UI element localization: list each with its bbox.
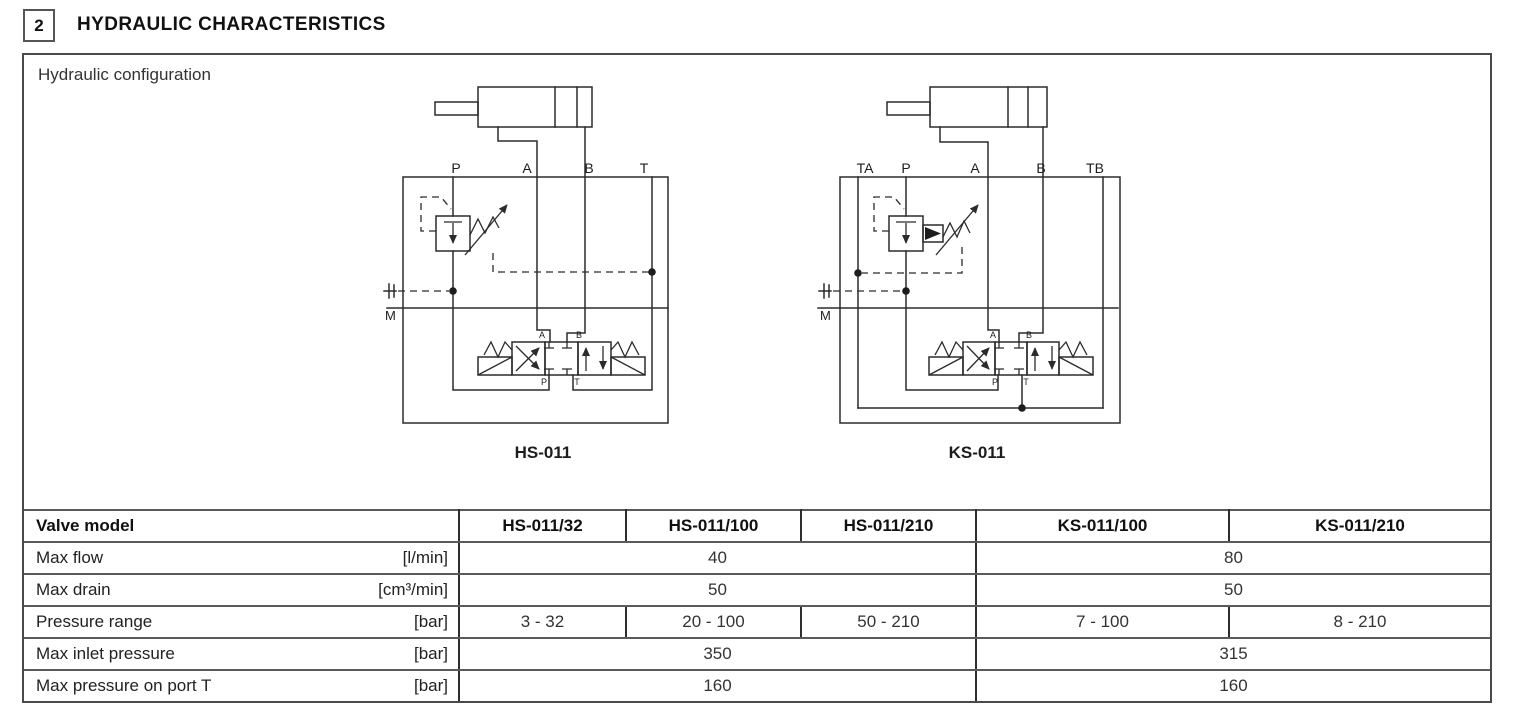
col-header-model: KS-011/100	[975, 509, 1230, 543]
valve-port-a: A	[539, 330, 545, 340]
spring-left	[934, 340, 964, 359]
manifold-block	[386, 176, 669, 424]
cell-value: 7 - 100	[975, 605, 1230, 639]
pilot-line	[873, 196, 905, 232]
pilot-line	[420, 196, 452, 232]
relief-valve	[854, 196, 999, 391]
cell-value: 350	[458, 637, 977, 671]
section-number: 2	[34, 15, 44, 35]
spring-right	[610, 340, 640, 359]
valve-port-p: P	[992, 377, 998, 387]
port-labels: P A B T	[451, 160, 648, 176]
port-lines	[857, 126, 1104, 412]
table-row-max-pressure-port-t: Max pressure on port T [bar] 160 160	[24, 669, 1490, 701]
diagram-label-ks-011: KS-011	[949, 443, 1006, 462]
diagram-ks-011: M TA P A B TB	[810, 85, 1140, 467]
gauge-port: M	[383, 283, 449, 323]
ks-011-schematic: M TA P A B TB	[817, 86, 1121, 462]
row-unit: [bar]	[413, 676, 448, 695]
spec-table: Valve model HS-011/32 HS-011/100 HS-011/…	[24, 509, 1490, 701]
cell-value: 8 - 210	[1228, 605, 1490, 639]
page-title: HYDRAULIC CHARACTERISTICS	[77, 14, 386, 35]
valve-port-b: B	[1026, 330, 1032, 340]
figure-caption: Hydraulic configuration	[38, 65, 211, 84]
directional-valve: A B P T	[928, 330, 1094, 387]
col-header-model: KS-011/210	[1228, 509, 1490, 543]
diagram-label-hs-011: HS-011	[515, 443, 572, 462]
cell-value: 50	[975, 573, 1490, 607]
solenoid-right	[610, 356, 646, 376]
cell-value: 160	[458, 669, 977, 701]
manifold-block	[817, 176, 1121, 424]
spring	[942, 219, 971, 239]
port-label-a: A	[522, 160, 532, 176]
table-row-max-drain: Max drain [cm³/min] 50 50	[24, 573, 1490, 607]
cell-value: 80	[975, 541, 1490, 575]
row-label: Max pressure on port T	[36, 676, 212, 695]
row-unit: [l/min]	[402, 548, 448, 567]
spring	[469, 215, 500, 236]
row-header-valve-model: Valve model	[24, 509, 460, 543]
directional-valve: A B P T	[477, 330, 646, 387]
solenoid-left	[477, 356, 513, 376]
cylinder	[434, 86, 593, 128]
port-label-tb: TB	[1086, 160, 1104, 176]
adjust-arrow	[464, 204, 508, 256]
cell-value: 3 - 32	[458, 605, 627, 639]
row-label: Max inlet pressure	[36, 644, 175, 663]
pilot-stage	[922, 224, 944, 243]
port-label-b: B	[1036, 160, 1045, 176]
table-row-max-inlet-pressure: Max inlet pressure [bar] 350 315	[24, 637, 1490, 671]
port-label-p: P	[451, 160, 460, 176]
port-label-t: T	[640, 160, 649, 176]
cell-value: 20 - 100	[625, 605, 802, 639]
adjust-arrow	[935, 204, 979, 256]
port-lines	[452, 126, 653, 391]
col-header-model: HS-011/210	[800, 509, 977, 543]
hydraulic-configuration-area: Hydraulic configuration	[24, 55, 1490, 509]
drain-line	[862, 247, 963, 274]
gauge-port-label: M	[385, 308, 396, 323]
solenoid-left	[928, 356, 964, 376]
cell-value: 40	[458, 541, 977, 575]
section-number-box: 2	[23, 9, 55, 42]
port-labels: TA P A B TB	[857, 160, 1104, 176]
row-unit: [bar]	[413, 612, 448, 631]
relief-valve	[420, 196, 656, 391]
content-frame: Hydraulic configuration	[22, 53, 1492, 703]
solenoid-right	[1058, 356, 1094, 376]
valve-port-b: B	[576, 330, 582, 340]
spring-right	[1058, 340, 1088, 359]
table-row-max-flow: Max flow [l/min] 40 80	[24, 541, 1490, 575]
row-unit: [bar]	[413, 644, 448, 663]
valve-port-t: T	[1023, 377, 1029, 387]
valve-port-t: T	[574, 377, 580, 387]
cell-value: 160	[975, 669, 1490, 701]
valve-port-a: A	[990, 330, 996, 340]
cell-value: 315	[975, 637, 1490, 671]
col-header-model: HS-011/32	[458, 509, 627, 543]
gauge-port: M	[818, 283, 902, 323]
cell-value: 50 - 210	[800, 605, 977, 639]
row-unit: [cm³/min]	[378, 580, 448, 599]
port-label-b: B	[584, 160, 593, 176]
hs-011-schematic: M P A B T	[383, 86, 669, 462]
diagram-hs-011: M P A B T	[383, 85, 693, 467]
port-label-p: P	[901, 160, 910, 176]
cell-value: 50	[458, 573, 977, 607]
table-row-pressure-range: Pressure range [bar] 3 - 32 20 - 100 50 …	[24, 605, 1490, 639]
port-label-a: A	[970, 160, 980, 176]
table-header-row: Valve model HS-011/32 HS-011/100 HS-011/…	[24, 509, 1490, 543]
cylinder	[886, 86, 1048, 128]
col-header-model: HS-011/100	[625, 509, 802, 543]
valve-port-p: P	[541, 377, 547, 387]
row-label: Pressure range	[36, 612, 153, 631]
row-label: Max drain	[36, 580, 111, 599]
gauge-port-label: M	[820, 308, 831, 323]
drain-line	[492, 253, 652, 273]
spring-left	[483, 340, 513, 359]
port-label-ta: TA	[857, 160, 875, 176]
row-label: Max flow	[36, 548, 104, 567]
pilot-triangle	[925, 227, 941, 240]
